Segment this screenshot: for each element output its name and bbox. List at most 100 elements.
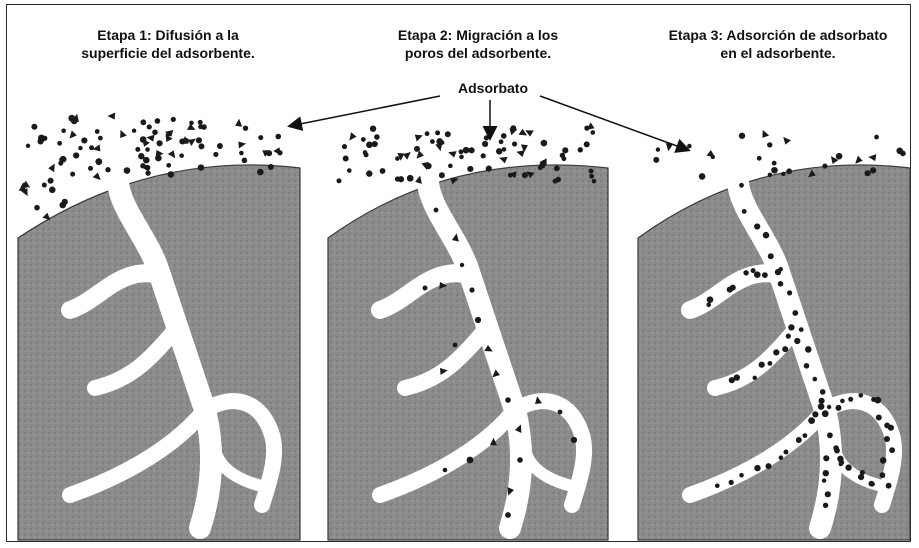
adsorbate-particle — [277, 150, 282, 155]
adsorbate-particle — [463, 147, 470, 154]
adsorbate-particle — [880, 472, 886, 478]
adsorbate-particle — [759, 128, 769, 138]
adsorbate-particle — [402, 149, 413, 160]
adsorbate-particle — [560, 153, 565, 158]
adsorbate-particle — [768, 253, 774, 259]
adsorbate-particle — [275, 134, 281, 140]
adsorbate-particle — [366, 141, 373, 148]
adsorbate-particle — [876, 415, 882, 421]
adsorbate-particle — [502, 147, 507, 152]
adsorbate-particle — [754, 223, 760, 229]
adsorbate-particle — [571, 437, 577, 443]
adsorbate-particle — [787, 290, 792, 295]
adsorbate-particle — [168, 150, 179, 161]
adsorbate-particle — [78, 146, 82, 150]
adsorbate-particle — [773, 349, 779, 355]
adsorbate-particle — [834, 448, 840, 454]
adsorbate-particle — [739, 133, 745, 139]
adsorbate-particle — [751, 268, 756, 273]
adsorbate-particle — [414, 132, 424, 142]
adsorbate-particle — [870, 482, 875, 487]
adsorbate-particle — [519, 128, 529, 138]
adsorbate-particle — [739, 183, 744, 188]
adsorbate-particle — [60, 156, 67, 163]
adsorbate-particle — [243, 125, 248, 130]
adsorbate-particle — [510, 125, 516, 131]
adsorbate-particle — [524, 127, 534, 137]
adsorbate-particle — [445, 131, 451, 137]
adsorbate-particle — [61, 128, 66, 133]
adsorbate-particle — [823, 503, 828, 508]
adsorbate-particle — [105, 167, 110, 172]
adsorbate-particle — [366, 170, 372, 176]
adsorbate-particle — [268, 164, 274, 170]
adsorbate-particle — [819, 398, 825, 404]
adsorbate-particle — [425, 131, 430, 136]
adsorbate-particle — [788, 324, 794, 330]
adsorbate-particle — [469, 287, 474, 292]
adsorbate-particle — [135, 147, 140, 152]
adsorbate-particle — [818, 403, 825, 410]
adsorbate-particle — [155, 118, 161, 124]
adsorbate-particle — [822, 410, 829, 417]
adsorbate-particle — [848, 397, 853, 402]
adsorbate-particle — [727, 287, 733, 293]
adsorbate-particle — [447, 149, 456, 158]
adsorbate-particle — [554, 165, 560, 171]
adsorbate-particle — [239, 151, 244, 156]
adsorbate-particle — [786, 168, 792, 174]
adsorbate-particle — [729, 480, 734, 485]
arrow-to-stage-3 — [540, 96, 688, 150]
adsorbate-particle — [342, 144, 347, 149]
adsorbate-particle — [768, 361, 773, 366]
adsorbate-particle — [459, 155, 464, 160]
adsorbate-particle — [512, 141, 517, 146]
adsorbate-particle — [766, 463, 772, 469]
adsorbate-particle — [768, 173, 773, 178]
adsorbate-particle — [589, 174, 594, 179]
adsorbate-particle — [49, 187, 56, 194]
adsorbate-particle — [753, 376, 757, 380]
adsorbate-particle — [67, 130, 77, 141]
adsorbate-particle — [823, 455, 829, 461]
adsorbate-particle — [711, 155, 715, 159]
adsorbate-particle — [258, 135, 263, 140]
adsorbate-particle — [541, 140, 548, 147]
adsorbate-particle — [198, 164, 204, 170]
adsorbate-particle — [496, 148, 502, 154]
adsorbate-particle — [347, 132, 357, 142]
adsorbate-particle — [98, 136, 103, 141]
adsorbate-particle — [812, 411, 818, 417]
adsorbate-particle — [425, 163, 431, 169]
adsorbate-particle — [707, 296, 714, 303]
adsorbate-particle — [166, 163, 171, 168]
adsorbate-particle — [467, 457, 474, 464]
adsorbate-particle — [813, 377, 818, 382]
adsorbate-particle — [88, 166, 93, 171]
adsorbate-particle — [62, 199, 68, 205]
adsorbate-particle — [822, 478, 826, 482]
adsorbate-particle — [870, 167, 876, 173]
adsorbate-particle — [840, 399, 845, 404]
adsorbate-particle — [34, 205, 40, 211]
adsorbate-particle — [481, 153, 486, 158]
adsorbate-particle — [198, 143, 204, 149]
adsorbate-particle — [407, 175, 414, 182]
adsorbate-particle — [414, 151, 424, 162]
adsorbate-particle — [858, 474, 864, 480]
adsorbate-particle — [792, 310, 798, 316]
adsorbate-particle — [505, 512, 511, 518]
adsorbate-particle — [886, 483, 892, 489]
adsorbate-particle — [888, 425, 894, 431]
adsorbate-particle — [825, 491, 831, 497]
adsorbate-particle — [395, 176, 400, 181]
adsorbate-particle — [778, 281, 784, 287]
adsorbate-particle — [440, 140, 444, 144]
adsorbate-particle — [784, 450, 789, 455]
adsorbate-particle — [81, 137, 87, 143]
adsorbate-particle — [347, 168, 352, 173]
adsorbate-particle — [762, 272, 768, 278]
adsorbate-particle — [759, 362, 765, 368]
adsorbate-particle — [73, 152, 79, 158]
